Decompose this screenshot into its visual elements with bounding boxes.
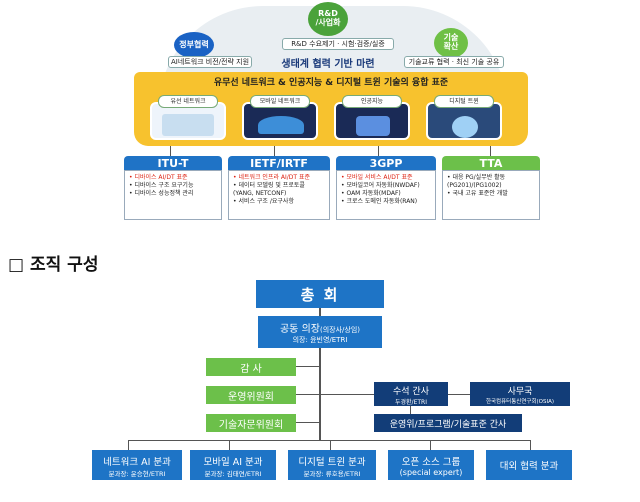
card-header-ietf: IETF/IRTF [228, 156, 330, 170]
card-ietf: • 네트워크 인프라 AI/DT 표준 • 데이터 모델링 및 프로토콜 (YA… [228, 170, 330, 220]
connector [530, 440, 531, 450]
connector [330, 440, 331, 450]
bubble-rnd: R&D /사업화 [308, 2, 348, 36]
card-3gpp: • 모바일 서비스 AI/DT 표준 • 모바일코어 자동화(NWDAF) • … [336, 170, 436, 220]
branch-mobile-ai: 모바일 AI 분과 분과장: 김태연/ETRI [190, 450, 276, 480]
co-chair-name: 의장: 윤빈영/ETRI [292, 336, 348, 344]
branch-title: 오픈 소스 그룹 [401, 457, 461, 468]
branch-sub: 분과장: 윤승현/ETRI [108, 470, 166, 478]
connector [378, 146, 379, 156]
connector [430, 440, 431, 450]
connector [296, 394, 320, 395]
branch-network-ai: 네트워크 AI 분과 분과장: 윤승현/ETRI [92, 450, 182, 480]
thumb-ai: 인공지능 [334, 95, 410, 140]
connector [296, 422, 320, 423]
ai-graphic [356, 116, 390, 136]
branch-external: 대외 협력 분과 [486, 450, 572, 480]
connector [410, 406, 411, 414]
connector [170, 146, 171, 156]
thumb-label: 인공지능 [342, 95, 402, 108]
convergence-banner: 유무선 네트워크 & 인공지능 & 디지털 트윈 기술의 융합 표준 [134, 72, 528, 90]
pill-rnd: R&D 수요제기 · 시험·검증/실증 [282, 38, 394, 50]
chief-secretary-box: 수석 간사 두경환/ETRI [374, 382, 448, 406]
branch-open-source: 오픈 소스 그룹 (special expert) [388, 450, 474, 480]
general-assembly-box: 총 회 [256, 280, 384, 308]
branch-sub: 분과장: 김태연/ETRI [204, 470, 262, 478]
branch-title: 모바일 AI 분과 [203, 457, 263, 468]
pill-ai-vision: AI네트워크 비전/전략 지원 [168, 56, 252, 68]
section-title: □ 조직 구성 [8, 255, 99, 275]
thumb-label: 유선 네트워크 [158, 95, 218, 108]
connector [320, 394, 374, 395]
branch-digital-twin: 디지털 트윈 분과 분과장: 류호용/ETRI [288, 450, 376, 480]
connector [229, 440, 230, 450]
thumb-label: 모바일 네트워크 [250, 95, 310, 108]
secretariat-org: 한국컴퓨터통신연구회(OSIA) [485, 399, 555, 405]
ecosystem-title: 생태계 협력 기반 마련 [281, 58, 375, 70]
co-chair-note: (의장사/상임) [319, 326, 360, 334]
ecosystem-diagram: R&D /사업화 정부협력 기술 확산 AI네트워크 비전/전략 지원 R&D … [118, 0, 543, 222]
branch-sub: (special expert) [399, 468, 463, 477]
secretariat-box: 사무국 한국컴퓨터통신연구회(OSIA) [470, 382, 570, 406]
connector [128, 440, 129, 450]
branch-title: 네트워크 AI 분과 [103, 457, 171, 468]
card-header-itu-t: ITU-T [124, 156, 222, 170]
connector [319, 308, 321, 316]
co-chair-title: 공동 의장 [279, 324, 320, 335]
chief-secretary-title: 수석 간사 [393, 387, 429, 397]
connector [274, 146, 275, 156]
org-chart: 총 회 공동 의장(의장사/상임) 의장: 윤빈영/ETRI 감 사 운영위원회… [0, 280, 640, 502]
card-header-tta: TTA [442, 156, 540, 170]
branch-sub: 분과장: 류호용/ETRI [303, 470, 361, 478]
twin-graphic [452, 116, 478, 138]
thumb-digital-twin: 디지털 트윈 [426, 95, 502, 140]
audit-box: 감 사 [206, 358, 296, 376]
network-graphic [162, 114, 214, 136]
thumb-label: 디지털 트윈 [434, 95, 494, 108]
connector [128, 440, 530, 441]
bubble-tech: 기술 확산 [434, 28, 468, 58]
mobile-graphic [258, 116, 304, 134]
bubble-gov: 정부협력 [174, 32, 214, 58]
connector [296, 366, 320, 367]
connector [448, 394, 470, 395]
co-chair-box: 공동 의장(의장사/상임) 의장: 윤빈영/ETRI [258, 316, 382, 348]
card-tta: • 대응 PG/실무반 활동 (PG201)/(PG1002) • 국내 고유 … [442, 170, 540, 220]
tech-advisory-box: 기술자문위원회 [206, 414, 296, 432]
connector [490, 146, 491, 156]
pill-tech-share: 기술교류 협력 · 최신 기술 공유 [404, 56, 504, 68]
card-itu-t: • 디바이스 AI/DT 표준 • 디바이스 구조 요구기능 • 디바이스 성능… [124, 170, 222, 220]
thumb-mobile-network: 모바일 네트워크 [242, 95, 318, 140]
secretariat-title: 사무국 [507, 387, 533, 397]
card-header-3gpp: 3GPP [336, 156, 436, 170]
chief-secretary-name: 두경환/ETRI [395, 399, 427, 406]
branch-title: 디지털 트윈 분과 [298, 457, 366, 468]
ops-secretary-box: 운영위/프로그램/기술표준 간사 [374, 414, 522, 432]
thumb-wired-network: 유선 네트워크 [150, 95, 226, 140]
steering-committee-box: 운영위원회 [206, 386, 296, 404]
